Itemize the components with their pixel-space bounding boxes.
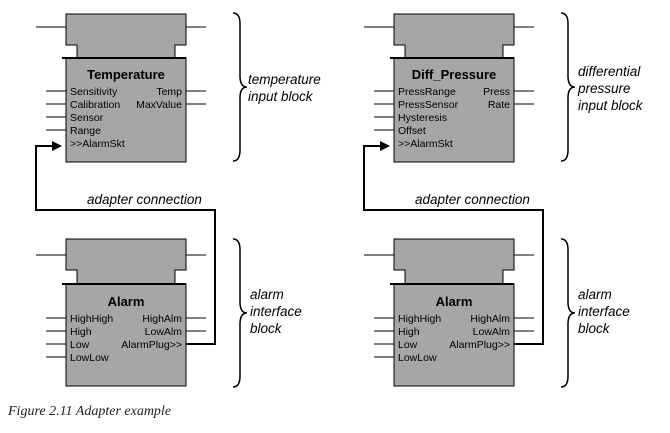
diff-pressure-note-line3: input block <box>578 98 644 113</box>
adapter-diagram: Temperature Sensitivity Calibration Sens… <box>35 12 644 388</box>
temperature-block-shape <box>65 13 187 163</box>
temperature-output-temp: Temp <box>156 86 182 98</box>
temperature-note-line1: temperature <box>248 72 321 87</box>
alarm-right-brace <box>560 238 576 388</box>
adapter-connection-left-arrow <box>52 141 62 151</box>
alarm-left-output-lowalm: LowAlm <box>145 326 183 338</box>
temperature-socket-alarmskt: >>AlarmSkt <box>70 138 125 150</box>
alarm-right-input-low: Low <box>398 339 418 351</box>
alarm-left-brace <box>232 238 248 388</box>
adapter-connection-right-arrow <box>380 141 390 151</box>
figure-caption: Figure 2.11 Adapter example <box>8 404 172 419</box>
alarm-block-right-shape <box>393 238 515 387</box>
diff-pressure-input-offset: Offset <box>398 125 426 137</box>
diff-pressure-note-line1: differential <box>578 64 641 79</box>
alarm-block-left: Alarm HighHigh High Low LowLow HighAlm L… <box>36 238 206 387</box>
diff-pressure-title: Diff_Pressure <box>412 67 497 82</box>
diff-pressure-socket-alarmskt: >>AlarmSkt <box>398 138 453 150</box>
alarm-block-left-shape <box>65 238 187 387</box>
alarm-right-output-highalm: HighAlm <box>470 313 510 325</box>
alarm-left-note-line3: block <box>250 321 283 336</box>
alarm-left-plug-alarmplug: AlarmPlug>> <box>121 339 182 351</box>
diff-pressure-block: Diff_Pressure PressRange PressSensor Hys… <box>364 13 534 163</box>
alarm-left-input-highhigh: HighHigh <box>70 313 113 325</box>
alarm-left-input-lowlow: LowLow <box>70 352 109 364</box>
temperature-block: Temperature Sensitivity Calibration Sens… <box>36 13 206 163</box>
alarm-right-input-high: High <box>398 326 420 338</box>
alarm-right-plug-alarmplug: AlarmPlug>> <box>449 339 510 351</box>
diff-pressure-brace <box>560 12 576 162</box>
temperature-output-maxvalue: MaxValue <box>136 99 182 111</box>
temperature-brace <box>232 12 248 162</box>
alarm-left-output-highalm: HighAlm <box>142 313 182 325</box>
alarm-right-input-lowlow: LowLow <box>398 352 437 364</box>
adapter-connection-left-label: adapter connection <box>87 192 202 207</box>
diff-pressure-input-pressrange: PressRange <box>398 86 456 98</box>
diff-pressure-note-line2: pressure <box>577 81 631 96</box>
alarm-block-right: Alarm HighHigh High Low LowLow HighAlm L… <box>364 238 534 387</box>
alarm-right-note-line1: alarm <box>578 287 612 302</box>
alarm-right-note-line3: block <box>578 321 611 336</box>
adapter-connection-right <box>363 145 544 345</box>
temperature-title: Temperature <box>87 67 165 82</box>
alarm-left-note-line1: alarm <box>250 287 284 302</box>
alarm-left-input-high: High <box>70 326 92 338</box>
adapter-connection-right-label: adapter connection <box>415 192 530 207</box>
adapter-connection-left <box>35 145 216 345</box>
diff-pressure-input-hysteresis: Hysteresis <box>398 112 447 124</box>
alarm-left-input-low: Low <box>70 339 90 351</box>
alarm-left-title: Alarm <box>108 294 145 309</box>
alarm-left-note-line2: interface <box>250 304 302 319</box>
diff-pressure-output-press: Press <box>483 86 510 98</box>
temperature-input-range: Range <box>70 125 101 137</box>
diff-pressure-input-presssensor: PressSensor <box>398 99 459 111</box>
alarm-right-note-line2: interface <box>578 304 630 319</box>
alarm-right-title: Alarm <box>436 294 473 309</box>
alarm-right-output-lowalm: LowAlm <box>473 326 511 338</box>
temperature-input-sensitivity: Sensitivity <box>70 86 118 98</box>
temperature-input-sensor: Sensor <box>70 112 104 124</box>
temperature-input-calibration: Calibration <box>70 99 120 111</box>
alarm-right-input-highhigh: HighHigh <box>398 313 441 325</box>
temperature-note-line2: input block <box>248 89 314 104</box>
diff-pressure-output-rate: Rate <box>488 99 510 111</box>
diff-pressure-block-shape <box>393 13 515 163</box>
